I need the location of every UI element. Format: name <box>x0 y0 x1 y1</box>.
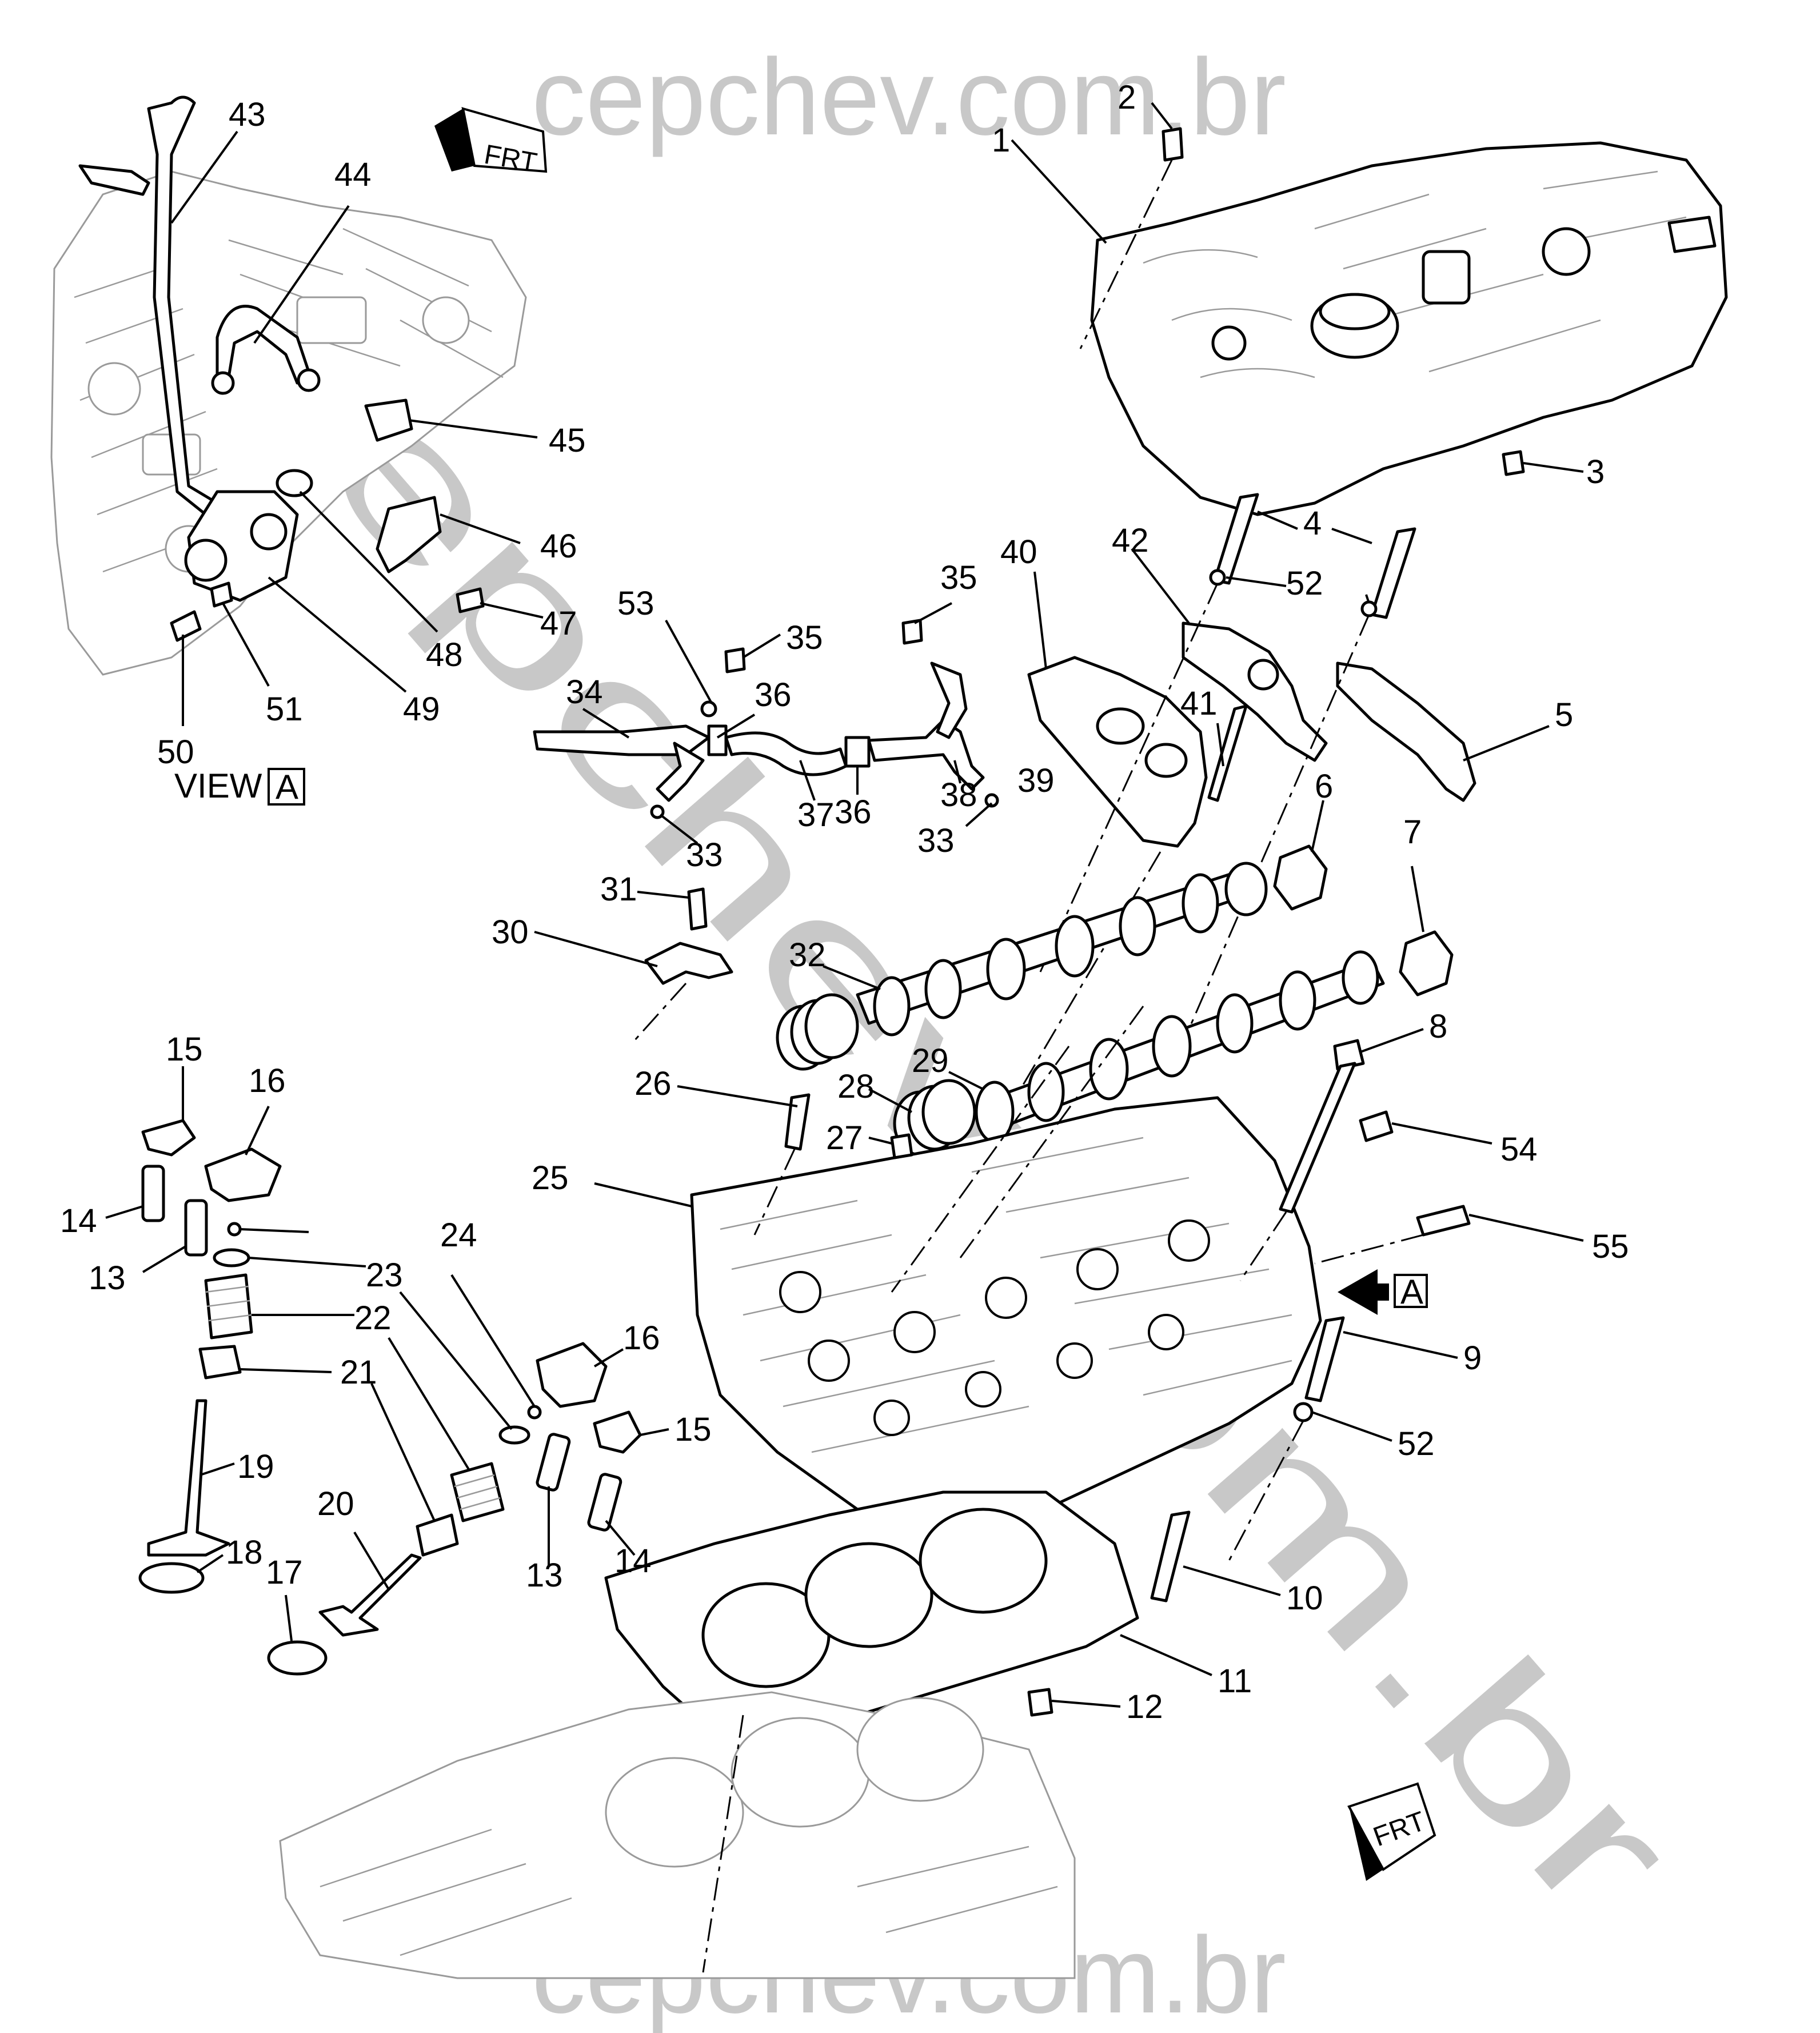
callout-7: 7 <box>1403 814 1422 851</box>
valvetrain-left <box>105 1066 366 1594</box>
callout-10: 10 <box>1286 1580 1323 1617</box>
dowel-12 <box>1027 1688 1121 1717</box>
callout-26: 26 <box>634 1065 672 1102</box>
callout-30: 30 <box>492 914 529 951</box>
callout-1: 1 <box>992 122 1010 159</box>
callout-50: 50 <box>157 734 194 771</box>
callout-4: 4 <box>1303 505 1322 542</box>
callout-32: 32 <box>789 936 826 974</box>
callout-27: 27 <box>826 1119 863 1157</box>
callout-24: 24 <box>440 1217 477 1254</box>
callout-23: 23 <box>366 1257 403 1294</box>
callout-29: 29 <box>912 1042 949 1079</box>
fuel-rail-assembly <box>533 602 999 844</box>
callout-labels: 1 2 3 4 5 6 7 8 9 10 11 12 13 13 14 14 1… <box>60 79 1629 1725</box>
callout-19: 19 <box>237 1448 274 1485</box>
callout-8: 8 <box>1429 1008 1447 1045</box>
front-marker-bottom: FRT <box>1347 1782 1436 1881</box>
cam-cap-bolts <box>1039 493 1416 1030</box>
callout-41: 41 <box>1180 685 1218 722</box>
callout-39: 39 <box>1017 762 1055 799</box>
callout-42: 42 <box>1112 522 1149 559</box>
callout-45: 45 <box>549 422 586 459</box>
callout-16b: 16 <box>623 1320 660 1357</box>
intake-camshaft <box>823 800 1328 1037</box>
callout-15b: 15 <box>674 1411 712 1448</box>
valvetrain-center <box>267 1274 669 1676</box>
camshaft-seal-rings <box>776 993 976 1157</box>
callout-14b: 14 <box>614 1542 652 1580</box>
callout-33b: 33 <box>917 822 955 859</box>
callout-17: 17 <box>266 1554 303 1591</box>
engine-block-background <box>279 1691 1076 1979</box>
callout-2: 2 <box>1117 79 1136 116</box>
intake-manifold <box>1011 102 1728 516</box>
view-a-box <box>268 768 305 806</box>
callout-55: 55 <box>1592 1228 1629 1265</box>
callout-38: 38 <box>940 776 977 814</box>
view-a-arrow: A <box>1338 1269 1428 1315</box>
callout-36a: 36 <box>755 676 792 713</box>
callout-18: 18 <box>226 1534 263 1571</box>
callout-53: 53 <box>617 585 654 622</box>
callout-40: 40 <box>1000 533 1037 571</box>
head-bolts-lower <box>1150 1316 1458 1603</box>
bracket-30 <box>534 887 733 1042</box>
callout-33a: 33 <box>686 836 723 874</box>
callout-13a: 13 <box>89 1259 126 1297</box>
callout-52a: 52 <box>1286 565 1323 602</box>
callout-44: 44 <box>334 156 372 193</box>
plug-54 <box>1359 1110 1492 1145</box>
view-a-label: VIEW <box>174 767 262 805</box>
callout-5: 5 <box>1555 696 1573 734</box>
callout-54: 54 <box>1500 1131 1538 1168</box>
view-a-letter: A <box>276 768 298 806</box>
cam-cap-5 <box>1336 661 1550 802</box>
head-small-parts <box>677 1085 913 1235</box>
callout-31: 31 <box>600 871 637 908</box>
callout-37: 37 <box>797 796 835 834</box>
exhaust-camshaft <box>948 866 1454 1143</box>
callout-20: 20 <box>317 1485 354 1522</box>
front-marker-top: FRT <box>434 107 548 178</box>
watermark-top: cepchev.com.br <box>532 37 1286 158</box>
cam-cap-42 <box>1131 548 1328 762</box>
callout-43: 43 <box>229 96 266 133</box>
callout-9: 9 <box>1463 1340 1482 1377</box>
callout-52b: 52 <box>1398 1425 1435 1462</box>
callout-49: 49 <box>403 691 440 728</box>
callout-11: 11 <box>1218 1663 1252 1700</box>
callout-36b: 36 <box>835 794 872 831</box>
view-a-arrow-letter: A <box>1400 1273 1423 1311</box>
callout-16a: 16 <box>249 1062 286 1099</box>
cylinder-head <box>594 1096 1322 1528</box>
callout-21: 21 <box>340 1354 377 1391</box>
callout-34: 34 <box>566 673 603 711</box>
callout-6: 6 <box>1315 768 1333 805</box>
head-gasket <box>604 1490 1212 1745</box>
callout-3: 3 <box>1586 453 1605 491</box>
callout-48: 48 <box>426 636 463 673</box>
callout-12: 12 <box>1126 1688 1163 1725</box>
callout-14a: 14 <box>60 1202 97 1239</box>
callout-28: 28 <box>837 1068 875 1105</box>
callout-35a: 35 <box>786 619 823 656</box>
callout-15a: 15 <box>166 1031 203 1068</box>
callout-22: 22 <box>354 1299 392 1337</box>
plug-55 <box>1314 1205 1584 1265</box>
callout-13b: 13 <box>526 1557 563 1594</box>
callout-46: 46 <box>540 528 577 565</box>
view-a-inset: VIEW A <box>50 95 544 806</box>
callout-25: 25 <box>532 1159 569 1197</box>
callout-51: 51 <box>266 691 303 728</box>
callout-47: 47 <box>540 605 577 642</box>
head-bolt-8 <box>1239 1028 1424 1281</box>
callout-35b: 35 <box>940 559 977 596</box>
